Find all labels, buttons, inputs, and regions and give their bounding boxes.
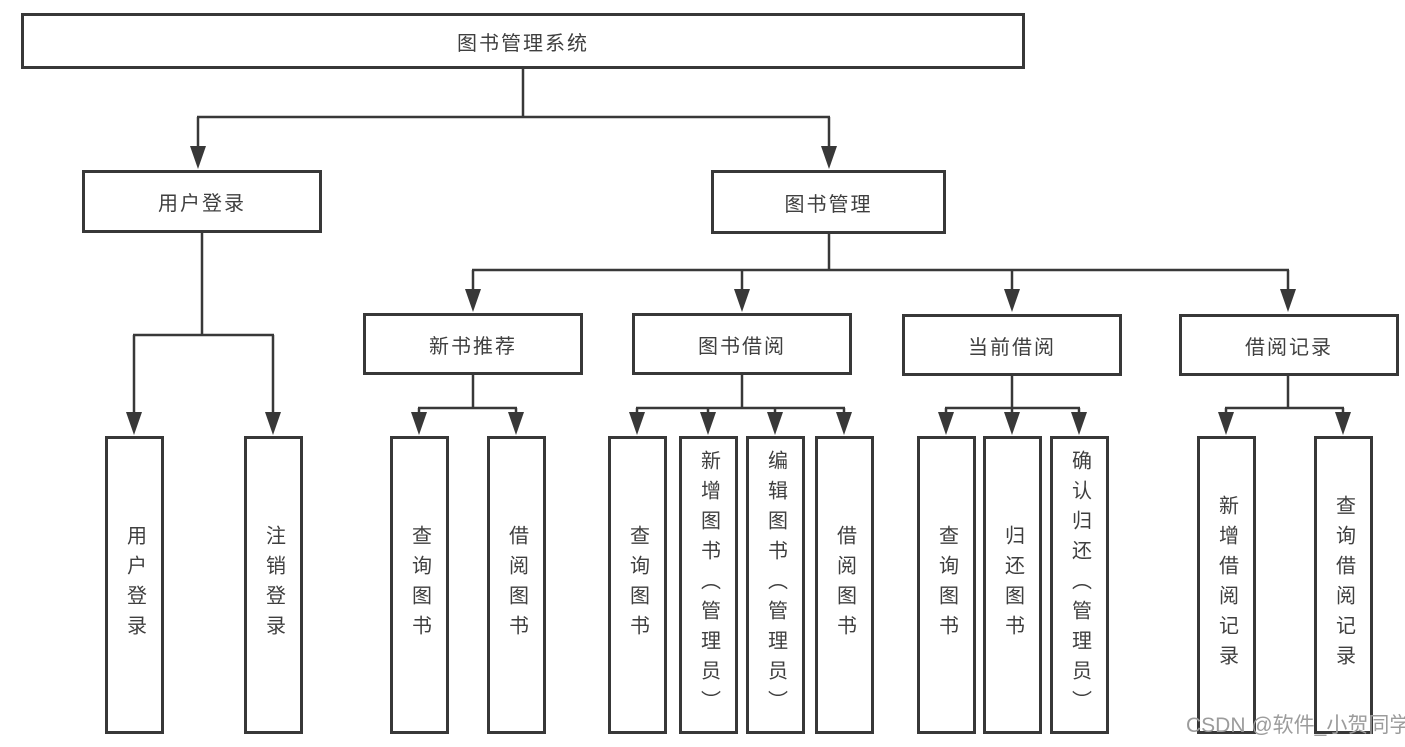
node-book-management: 图书管理 bbox=[711, 170, 946, 234]
leaf-add-borrow-record: 新增借阅记录 bbox=[1197, 436, 1256, 734]
leaf-query-books-current: 查询图书 bbox=[917, 436, 976, 734]
node-new-book-recommend: 新书推荐 bbox=[363, 313, 583, 375]
leaf-confirm-return-admin: 确认归还（管理员） bbox=[1050, 436, 1109, 734]
leaf-return-books: 归还图书 bbox=[983, 436, 1042, 734]
node-book-borrow: 图书借阅 bbox=[632, 313, 852, 375]
leaf-borrow-books: 借阅图书 bbox=[815, 436, 874, 734]
leaf-borrow-books-recommend: 借阅图书 bbox=[487, 436, 546, 734]
leaf-logout: 注销登录 bbox=[244, 436, 303, 734]
node-current-borrow: 当前借阅 bbox=[902, 314, 1122, 376]
leaf-user-login: 用户登录 bbox=[105, 436, 164, 734]
leaf-query-books-borrow: 查询图书 bbox=[608, 436, 667, 734]
leaf-query-books-recommend: 查询图书 bbox=[390, 436, 449, 734]
node-root-library-system: 图书管理系统 bbox=[21, 13, 1025, 69]
leaf-edit-books-admin: 编辑图书（管理员） bbox=[746, 436, 805, 734]
leaf-query-borrow-record: 查询借阅记录 bbox=[1314, 436, 1373, 734]
leaf-add-books-admin: 新增图书（管理员） bbox=[679, 436, 738, 734]
node-user-login: 用户登录 bbox=[82, 170, 322, 233]
csdn-watermark: CSDN @软件_小贺同学 bbox=[1186, 714, 1405, 737]
arrowheads bbox=[126, 146, 1351, 435]
node-borrow-records: 借阅记录 bbox=[1179, 314, 1399, 376]
